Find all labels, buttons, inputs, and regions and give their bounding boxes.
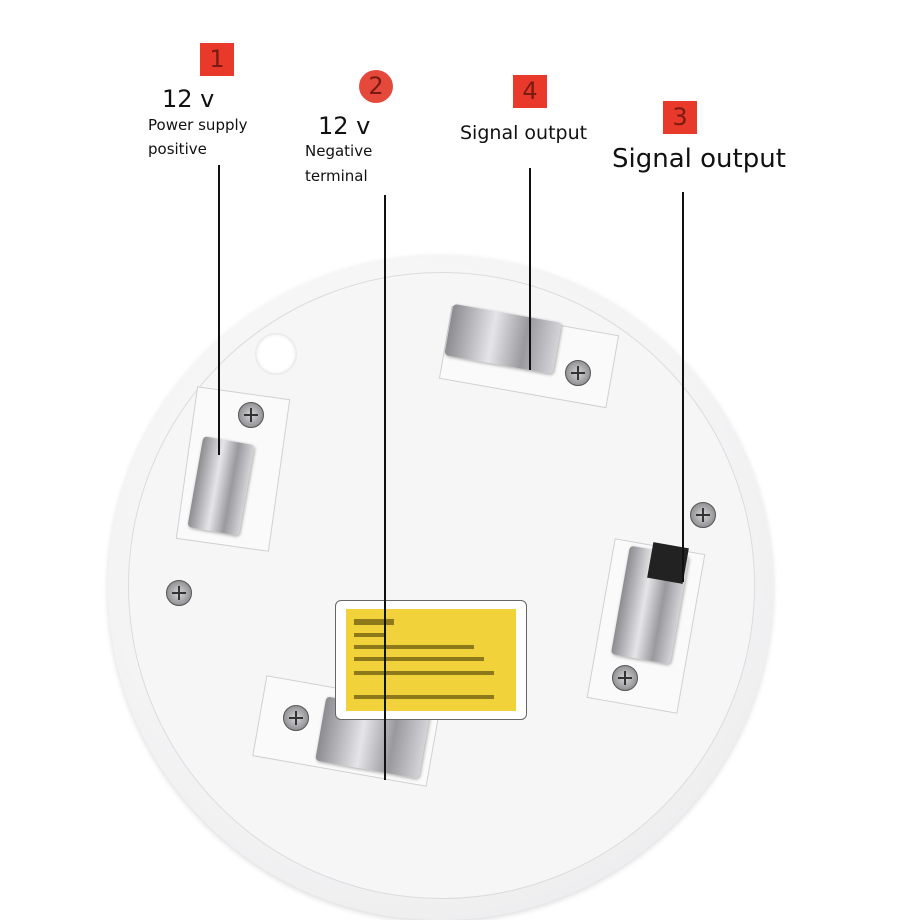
callout-2-voltage: 12 v (318, 112, 371, 140)
callout-3-desc: Signal output (612, 144, 786, 174)
base-screw-right (690, 502, 716, 528)
mounting-hole (255, 333, 297, 375)
callout-badge-2: 2 (359, 70, 393, 103)
base-screw-left (166, 580, 192, 606)
callout-badge-3: 3 (663, 101, 697, 134)
callout-1-voltage: 12 v (162, 85, 215, 113)
warning-sticker (335, 600, 527, 720)
terminal-2-screw (283, 705, 309, 731)
leader-line-2 (384, 195, 386, 780)
terminal-1-screw (238, 402, 264, 428)
callout-2-desc-line2: terminal (305, 167, 368, 185)
leader-line-1 (218, 165, 220, 455)
terminal-3-screw (612, 665, 638, 691)
callout-2-desc-line1: Negative (305, 142, 373, 160)
terminal-4-screw (565, 360, 591, 386)
leader-line-4 (529, 168, 531, 370)
callout-1-desc-line2: positive (148, 140, 207, 158)
leader-line-3 (682, 192, 684, 582)
callout-badge-1: 1 (200, 43, 234, 76)
callout-1-desc-line1: Power supply (148, 116, 248, 134)
callout-4-desc: Signal output (460, 122, 588, 144)
callout-badge-4: 4 (513, 75, 547, 108)
